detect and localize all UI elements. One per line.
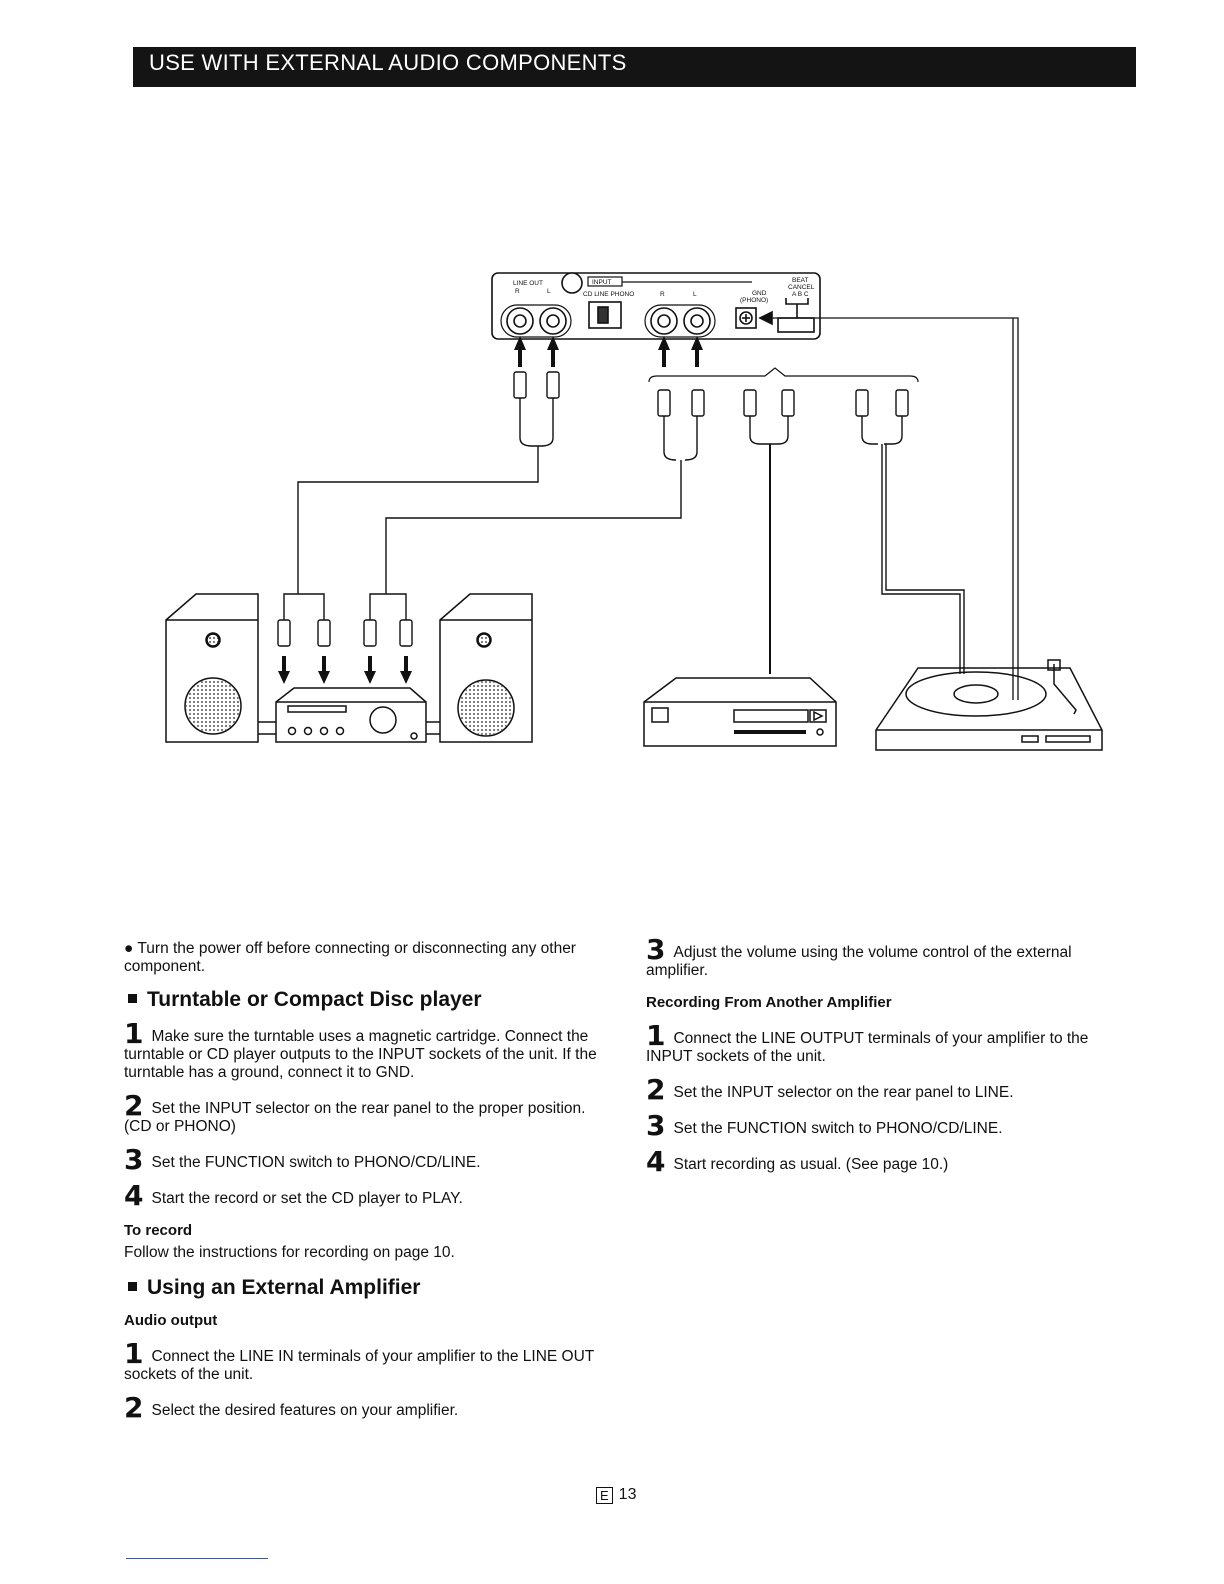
turntable: [875, 659, 1103, 751]
connection-arrows: [278, 336, 703, 684]
panel-input-l-label: L: [693, 291, 697, 298]
audio-output-heading: Audio output: [124, 1312, 218, 1329]
page-number: 13: [618, 1486, 637, 1503]
to-record-text: Follow the instructions for recording on…: [124, 1244, 455, 1261]
panel-gnd-label: GND: [752, 290, 767, 297]
panel-phono-label: (PHONO): [740, 297, 768, 304]
panel-l-label: L: [547, 288, 551, 295]
line-out-jack-l: [539, 307, 567, 335]
panel-input-label: INPUT: [592, 279, 612, 286]
panel-r-label: R: [515, 288, 520, 295]
gnd-terminal: [735, 307, 757, 329]
power-note: ● Turn the power off before connecting o…: [124, 940, 576, 975]
input-jack-l: [683, 307, 711, 335]
connection-diagram: LINE OUT R L INPUT CD LINE PHONO R L GND…: [165, 272, 1103, 751]
bottom-rule: [126, 1558, 268, 1559]
left-column: ● Turn the power off before connecting o…: [124, 940, 614, 1434]
input-selector-switch: [588, 301, 622, 329]
input-jack-r: [650, 307, 678, 335]
page-footer: E 13: [596, 1486, 636, 1504]
page-title: USE WITH EXTERNAL AUDIO COMPONENTS: [149, 50, 627, 75]
section-heading-turntable: Turntable or Compact Disc player: [124, 988, 614, 1012]
section-heading-amplifier: Using an External Amplifier: [124, 1276, 614, 1300]
panel-line-out-label: LINE OUT: [513, 280, 543, 287]
external-amplifier: [258, 687, 440, 743]
panel-cancel-label: CANCEL: [788, 284, 815, 291]
recording-heading: Recording From Another Amplifier: [646, 994, 892, 1011]
to-record-heading: To record: [124, 1222, 193, 1239]
rear-panel: [491, 272, 821, 340]
panel-input-r-label: R: [660, 291, 665, 298]
cd-player: [643, 677, 837, 747]
header-bar: USE WITH EXTERNAL AUDIO COMPONENTS: [133, 47, 1136, 87]
panel-abc-label: A B C: [792, 291, 809, 298]
speakers: [165, 593, 533, 743]
beat-cancel-switch: [777, 317, 815, 333]
panel-beat-label: BEAT: [792, 277, 809, 284]
e-label: E: [596, 1486, 613, 1504]
panel-cd-line-phono-label: CD LINE PHONO: [583, 291, 634, 298]
line-out-jack-r: [506, 307, 534, 335]
